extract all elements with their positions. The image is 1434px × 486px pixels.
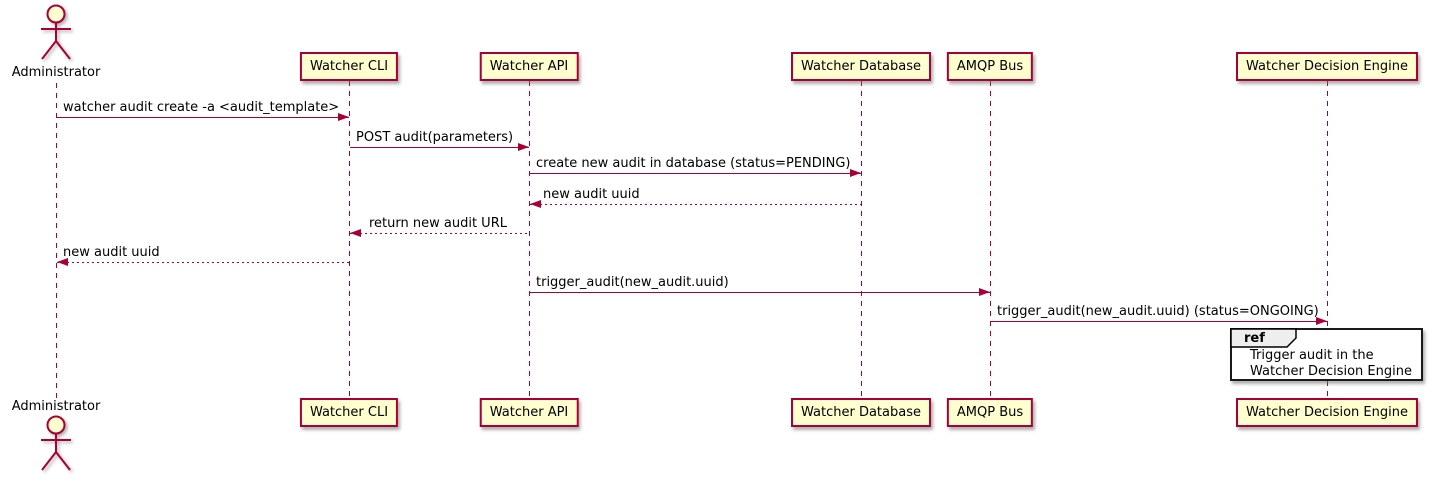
lifeline-amqp-bus: [990, 81, 991, 398]
lifeline-watcher-decision-engine: [1327, 81, 1328, 398]
arrow-left-dashed: [530, 200, 861, 208]
ref-keyword: ref: [1244, 331, 1265, 346]
message-trigger-audit-ongoing: trigger_audit(new_audit.uuid) (status=ON…: [991, 304, 1327, 325]
participant-watcher-api-bottom: Watcher API: [479, 398, 579, 427]
actor-name-top: Administrator: [11, 65, 101, 80]
arrow-right-solid: [991, 317, 1327, 325]
message-new-audit-uuid-db: new audit uuid: [530, 187, 861, 208]
lifeline-watcher-cli: [349, 81, 350, 398]
message-new-audit-uuid-admin: new audit uuid: [57, 245, 349, 266]
participant-amqp-bus-top: AMQP Bus: [946, 52, 1034, 81]
message-audit-create: watcher audit create -a <audit_template>: [57, 100, 349, 121]
arrow-left-dashed: [57, 258, 349, 266]
participant-watcher-api-top: Watcher API: [479, 52, 579, 81]
arrow-right-solid: [530, 169, 861, 177]
message-create-audit-db: create new audit in database (status=PEN…: [530, 156, 861, 177]
arrow-right-solid: [350, 143, 529, 151]
actor-icon: [41, 4, 71, 60]
message-return-audit-url: return new audit URL: [350, 216, 529, 237]
arrow-right-solid: [57, 113, 349, 121]
actor-icon: [41, 415, 71, 471]
message-return-audit-url-label: return new audit URL: [369, 216, 507, 231]
participant-watcher-decision-engine-top: Watcher Decision Engine: [1236, 52, 1418, 81]
message-post-audit-label: POST audit(parameters): [356, 130, 514, 145]
message-new-audit-uuid-db-label: new audit uuid: [543, 187, 640, 202]
message-trigger-audit-label: trigger_audit(new_audit.uuid): [536, 275, 729, 290]
message-post-audit: POST audit(parameters): [350, 130, 529, 151]
ref-text-line1: Trigger audit in the: [1250, 348, 1374, 363]
participant-amqp-bus-bottom: AMQP Bus: [946, 398, 1034, 427]
lifeline-administrator: [56, 83, 57, 399]
participant-watcher-database-top: Watcher Database: [791, 52, 931, 81]
arrow-right-solid: [530, 288, 990, 296]
lifeline-watcher-database: [861, 81, 862, 398]
ref-text-line2: Watcher Decision Engine: [1250, 364, 1412, 379]
lifeline-watcher-api: [529, 81, 530, 398]
arrow-left-dashed: [350, 229, 529, 237]
message-trigger-audit-ongoing-label: trigger_audit(new_audit.uuid) (status=ON…: [997, 304, 1319, 319]
ref-tab-icon: [1230, 328, 1297, 348]
participant-watcher-cli-bottom: Watcher CLI: [299, 398, 399, 427]
message-audit-create-label: watcher audit create -a <audit_template>: [63, 100, 340, 115]
actor-name-bottom: Administrator: [11, 399, 101, 414]
participant-watcher-cli-top: Watcher CLI: [299, 52, 399, 81]
message-create-audit-db-label: create new audit in database (status=PEN…: [536, 156, 851, 171]
message-new-audit-uuid-admin-label: new audit uuid: [63, 245, 160, 260]
participant-watcher-database-bottom: Watcher Database: [791, 398, 931, 427]
participant-watcher-decision-engine-bottom: Watcher Decision Engine: [1236, 398, 1418, 427]
message-trigger-audit: trigger_audit(new_audit.uuid): [530, 275, 990, 296]
ref-fragment: ref Trigger audit in the Watcher Decisio…: [1230, 328, 1423, 381]
